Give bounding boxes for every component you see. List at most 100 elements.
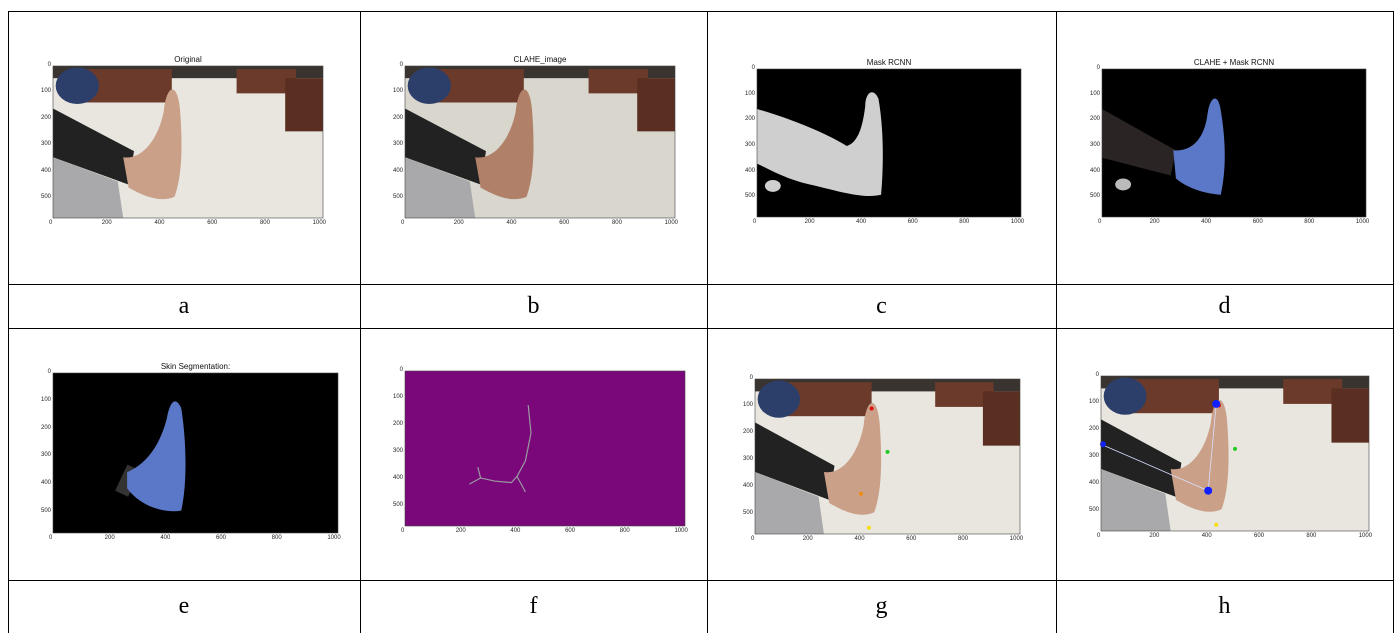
panel-image: [404, 370, 686, 527]
foot-region: [1173, 98, 1225, 195]
x-tick-label: 1000: [674, 528, 688, 534]
y-tick-label: 200: [40, 114, 51, 121]
x-tick-label: 400: [154, 220, 165, 226]
y-tick-label: 400: [392, 167, 403, 174]
x-tick-label: 200: [804, 219, 815, 225]
y-tick-label: 200: [392, 114, 403, 121]
panel-image: [1100, 375, 1370, 532]
plot-frame: [404, 65, 676, 219]
panel-label: d: [1218, 292, 1231, 319]
mask-small-region: [764, 180, 781, 192]
y-tick-label: 400: [1088, 479, 1099, 486]
y-tick-label: 0: [399, 62, 403, 68]
panel-label-cell: b: [360, 284, 707, 328]
x-tick-label: 400: [510, 528, 521, 534]
x-tick-label: 0: [1098, 219, 1102, 225]
chair: [407, 67, 451, 104]
keypoint-line: [1100, 443, 1209, 492]
x-tick-label: 400: [854, 536, 865, 542]
y-tick-label: 500: [40, 193, 51, 200]
panel-label: e: [178, 593, 190, 619]
blanket: [755, 472, 824, 534]
grid-vline: [1056, 11, 1057, 633]
grid-hline: [8, 11, 1393, 12]
panel-label: f: [529, 593, 538, 619]
x-tick-label: 400: [1201, 533, 1212, 539]
x-tick-label: 800: [619, 528, 630, 534]
foot: [475, 89, 534, 200]
x-tick-label: 800: [259, 220, 270, 226]
y-tick-label: 300: [1089, 142, 1100, 149]
y-tick-label: 100: [742, 401, 753, 408]
y-tick-label: 200: [1088, 425, 1099, 432]
keypoint-yellow: [866, 525, 871, 530]
x-tick-label: 200: [1149, 533, 1160, 539]
y-tick-label: 500: [392, 501, 403, 508]
x-tick-label: 600: [565, 528, 576, 534]
skeleton-branch: [516, 476, 526, 493]
skeleton-background: [405, 371, 685, 526]
skeleton-branch: [477, 466, 482, 479]
y-tick-label: 300: [40, 141, 51, 148]
desk: [85, 69, 172, 103]
panel-label-cell: h: [1056, 580, 1393, 633]
x-tick-label: 200: [104, 535, 115, 541]
x-tick-label: 1000: [664, 220, 679, 226]
panel-label: g: [875, 593, 888, 619]
plot-frame: [52, 65, 324, 219]
y-tick-label: 400: [40, 167, 51, 174]
keypoint-green: [885, 449, 890, 454]
grid-vline: [707, 11, 708, 633]
desk: [437, 69, 524, 103]
y-tick-label: 100: [392, 393, 403, 400]
leg: [53, 108, 134, 185]
desk: [786, 382, 872, 417]
keypoint-yellow: [1214, 522, 1219, 527]
plot-frame: [1101, 68, 1367, 218]
chair: [757, 380, 801, 418]
leg: [755, 422, 835, 500]
y-tick-label: 0: [1095, 372, 1099, 378]
keypoint-blue: [1204, 486, 1213, 495]
x-tick-label: 600: [907, 219, 918, 225]
plot-frame: [754, 378, 1021, 535]
desk-right: [637, 78, 675, 132]
plot-frame: [404, 370, 686, 527]
mask-region: [757, 92, 883, 196]
panel-image: [1101, 68, 1367, 218]
blanket: [1101, 469, 1171, 531]
y-tick-label: 400: [744, 167, 755, 174]
small-region: [1115, 178, 1132, 191]
keypoint-red: [869, 406, 874, 411]
panel-label: b: [527, 292, 540, 319]
leg: [405, 108, 486, 185]
chair: [55, 67, 99, 104]
panel-label-cell: e: [8, 580, 360, 633]
x-tick-label: 200: [101, 220, 112, 226]
panel-label-cell: c: [707, 284, 1056, 328]
y-tick-label: 300: [392, 141, 403, 148]
x-tick-label: 400: [160, 535, 171, 541]
y-tick-label: 0: [47, 62, 51, 68]
mask-background: [53, 373, 338, 533]
grid-vline: [360, 11, 361, 633]
panel-label: c: [876, 292, 887, 319]
y-tick-label: 400: [742, 482, 753, 489]
x-tick-label: 0: [401, 220, 405, 226]
x-tick-label: 1000: [1009, 536, 1024, 542]
x-tick-label: 400: [506, 220, 517, 226]
panel-image: [52, 372, 339, 534]
x-tick-label: 0: [753, 219, 757, 225]
skeleton-line: [469, 405, 532, 485]
x-tick-label: 400: [1201, 219, 1212, 225]
y-tick-label: 100: [392, 88, 403, 95]
leg-region: [1102, 108, 1176, 176]
desk-right: [982, 391, 1020, 446]
plot-frame: [52, 372, 339, 534]
grid-hline: [8, 580, 1393, 581]
desk: [1133, 379, 1219, 414]
y-tick-label: 500: [40, 507, 51, 514]
